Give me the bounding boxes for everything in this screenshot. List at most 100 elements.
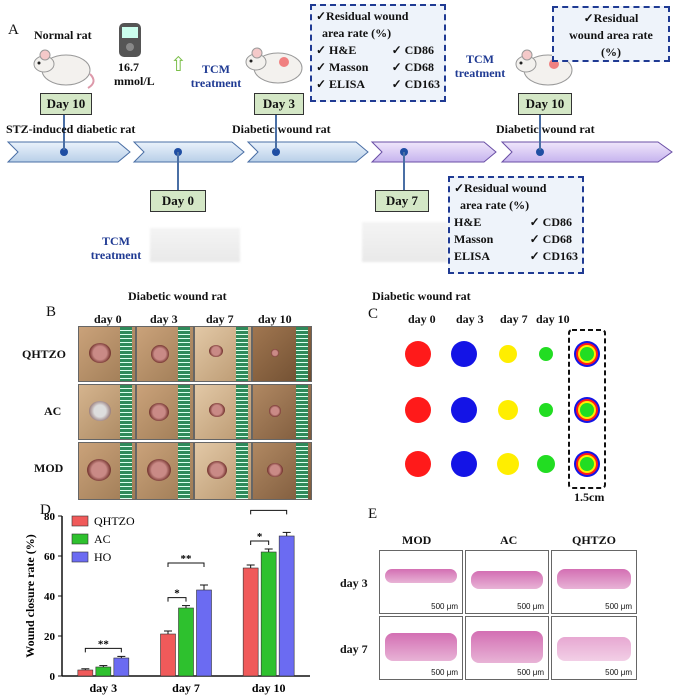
panel-d-letter: D	[40, 502, 51, 518]
wound-photo	[136, 326, 194, 382]
overlay-trace	[574, 451, 600, 477]
bar	[77, 669, 94, 677]
day-box-day7: Day 7	[375, 190, 429, 212]
assay-item: ✓ CD68	[529, 232, 572, 246]
b-day-header: day 0	[94, 312, 122, 326]
bar	[95, 666, 112, 677]
bar	[278, 535, 295, 677]
significance-label: **	[181, 553, 193, 565]
wound-photo	[78, 326, 136, 382]
y-axis-label: Wound closure rate (%)	[23, 534, 37, 657]
x-tick-label: day 3	[89, 681, 117, 695]
assay-item: H&E	[454, 215, 482, 229]
histology-image: 500 μm	[551, 616, 637, 680]
legend-label: HO	[94, 550, 112, 564]
tcm-treatment-label-3: TCM treatment	[90, 234, 142, 262]
glucometer-icon	[119, 23, 141, 57]
timeline-arrows	[6, 141, 673, 163]
wound-photo-grid	[78, 326, 312, 500]
wound-trace-plot	[405, 329, 606, 489]
significance-bracket	[250, 540, 270, 545]
tcm-treatment-label-2: TCM treatment	[454, 52, 506, 80]
assay-item: ✓ CD86	[391, 43, 434, 57]
e-col-header: AC	[500, 533, 518, 547]
timeline-arrow	[246, 141, 369, 163]
panel-a-letter: A	[8, 22, 19, 38]
timeline-arrow	[132, 141, 245, 163]
assay-item: ✓ CD68	[391, 60, 434, 74]
legend-label: QHTZO	[94, 514, 135, 528]
b-group-label: MOD	[34, 461, 64, 475]
wound-photo	[252, 442, 312, 500]
glucose-unit: mmol/L	[114, 74, 155, 88]
b-day-header: day 10	[258, 312, 292, 326]
panel-e-letter: E	[368, 506, 378, 522]
bar	[242, 567, 259, 677]
wound-photo	[136, 442, 194, 500]
histology-image: 500 μm	[379, 616, 463, 680]
trace-row	[405, 397, 553, 423]
assay-item: ✓ Masson	[316, 60, 369, 74]
wound-photo	[194, 442, 252, 500]
c-scale-label: 1.5cm	[574, 490, 605, 504]
significance-label: **	[263, 508, 275, 512]
e-row-label: day 3	[340, 576, 368, 590]
assay-item: Masson	[454, 232, 494, 246]
timeline-arrow	[500, 141, 673, 163]
y-tick-label: 0	[50, 671, 56, 683]
panel-c-letter: C	[368, 306, 379, 322]
y-tick-label: 80	[44, 511, 56, 523]
significance-bracket	[167, 597, 187, 602]
day-box-day3: Day 3	[254, 93, 304, 115]
assay-box-day3: ✓Residual wound area rate (%) ✓ H&E ✓ Ma…	[310, 4, 446, 102]
histology-image: 500 μm	[379, 550, 463, 614]
legend-swatch	[71, 551, 89, 563]
histology-image: 500 μm	[465, 550, 549, 614]
significance-bracket	[84, 647, 122, 653]
e-col-header: MOD	[402, 533, 432, 547]
overlay-trace	[574, 341, 600, 367]
y-tick-label: 20	[44, 631, 56, 643]
wound-photo	[136, 384, 194, 440]
bar	[260, 551, 277, 677]
assay-item: ✓ CD163	[391, 77, 440, 91]
wound-photo	[252, 326, 312, 382]
wound-photo	[252, 384, 312, 440]
y-tick-label: 60	[44, 551, 56, 563]
timeline-arrow	[6, 141, 131, 163]
assay-box-day7-title: ✓Residual wound area rate (%)	[454, 181, 547, 212]
assay-box-day3-title: ✓Residual wound area rate (%)	[316, 9, 409, 40]
b-group-label: QHTZO	[22, 347, 67, 361]
bar	[196, 589, 212, 677]
c-day-header: day 10	[536, 312, 570, 326]
e-row-label: day 7	[340, 642, 368, 656]
x-tick-label: day 7	[172, 681, 200, 695]
significance-bracket	[250, 509, 288, 515]
day-box-day0: Day 0	[150, 190, 206, 212]
x-tick-label: day 10	[252, 681, 286, 695]
e-col-header: QHTZO	[572, 533, 617, 547]
b-day-header: day 7	[206, 312, 234, 326]
assay-item: ELISA	[454, 249, 491, 263]
tcm-treatment-label-1: TCM treatment	[190, 62, 242, 90]
day-box-day10: Day 10	[518, 93, 572, 115]
wound-photo	[78, 442, 136, 500]
rat-illustration-normal	[33, 49, 95, 89]
y-tick-label: 40	[44, 591, 56, 603]
assay-box-day10-title: ✓Residual wound area rate (%)	[569, 11, 653, 59]
significance-label: **	[98, 638, 110, 650]
panel-b-title: Diabetic wound rat	[128, 289, 227, 303]
rat-illustration-wound-1	[245, 47, 303, 84]
assay-item: ✓ CD163	[529, 249, 578, 263]
legend-swatch	[71, 515, 89, 527]
overlay-trace	[574, 397, 600, 423]
rat-illustration-wound-2	[515, 49, 573, 86]
bar	[113, 657, 130, 677]
day-box-day10-start: Day 10	[40, 93, 92, 115]
trace-row	[405, 451, 555, 477]
bar	[160, 633, 176, 677]
timeline-label-wound-2: Diabetic wound rat	[496, 122, 595, 136]
timeline-arrow	[370, 141, 497, 163]
assay-box-day10: ✓Residual wound area rate (%)	[552, 6, 670, 62]
